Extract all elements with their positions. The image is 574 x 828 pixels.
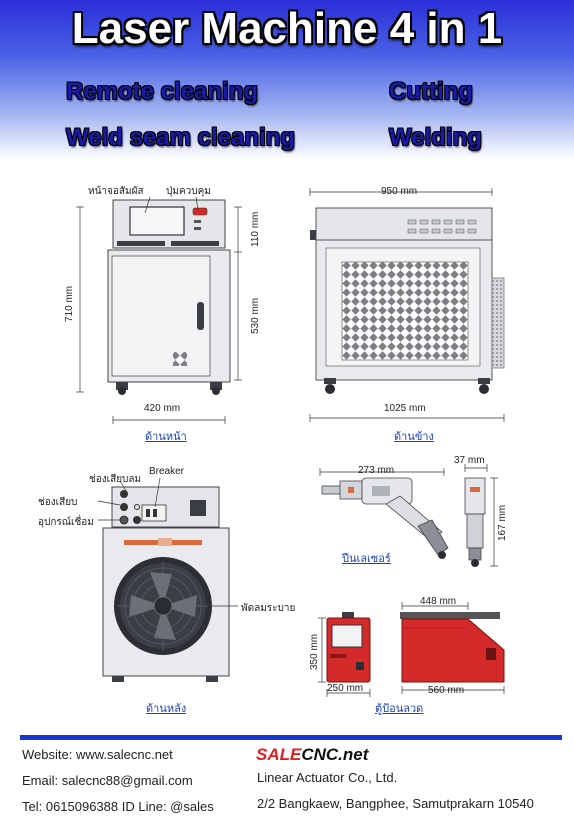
- feature-welding: Welding: [389, 124, 482, 151]
- footer-address: 2/2 Bangkaew, Bangphee, Samutprakarn 105…: [257, 796, 534, 811]
- brand-part2: CNC.net: [301, 745, 369, 764]
- fan-label: พัดลมระบาย: [241, 603, 296, 614]
- front-height-body: 530 mm: [250, 297, 261, 334]
- laser-gun-dimension-lines: [319, 464, 498, 567]
- side-width-bottom: 1025 mm: [384, 403, 426, 414]
- case-width-top: 448 mm: [420, 596, 457, 607]
- socket-label-line2: อุปกรณ์เชื่อม: [38, 517, 94, 528]
- front-view-dimension-lines: [76, 196, 242, 424]
- feeder-width: 250 mm: [327, 683, 364, 694]
- rear-view-machine: [102, 486, 230, 682]
- wire-feeder-caption: ตู้ป้อนลวด: [375, 703, 424, 715]
- header-banner: [0, 0, 574, 160]
- page-title: Laser Machine 4 in 1: [71, 4, 503, 53]
- wire-feeder-drawing: [326, 612, 505, 683]
- gun-width: 37 mm: [454, 455, 485, 466]
- feeder-height: 350 mm: [309, 633, 320, 670]
- side-view-dimension-lines: [309, 188, 505, 422]
- front-height-total: 710 mm: [64, 285, 75, 322]
- feature-weld-seam-cleaning: Weld seam cleaning: [66, 124, 295, 151]
- gun-length: 273 mm: [358, 465, 395, 476]
- brand-logo: SALECNC.net: [256, 745, 368, 765]
- side-width-top: 950 mm: [381, 186, 418, 197]
- footer-tel: Tel: 0615096388 ID Line: @sales: [22, 799, 214, 814]
- side-view-caption: ด้านข้าง: [394, 431, 434, 443]
- control-label: ปุ่มควบคุม: [166, 186, 211, 197]
- socket-label-line1: ช่องเสียบ: [38, 497, 78, 508]
- footer-email: Email: salecnc88@gmail.com: [22, 773, 193, 788]
- air-port-label: ช่องเสียบลม: [89, 474, 142, 485]
- front-width: 420 mm: [144, 403, 181, 414]
- wire-feeder-dimension-lines: [318, 602, 505, 697]
- feature-cutting: Cutting: [389, 78, 473, 105]
- front-height-top: 110 mm: [250, 211, 261, 247]
- footer-company: Linear Actuator Co., Ltd.: [257, 770, 398, 785]
- breaker-label: Breaker: [149, 466, 185, 477]
- side-view-machine: [310, 207, 505, 394]
- gun-height: 167 mm: [497, 504, 508, 541]
- laser-gun-drawing: [321, 477, 486, 567]
- laser-gun-caption: ปืนเลเซอร์: [342, 553, 391, 565]
- footer-website: Website: www.salecnc.net: [22, 747, 173, 762]
- brand-part1: SALE: [256, 745, 302, 764]
- front-view-machine: [107, 199, 231, 395]
- rear-view-caption: ด้านหลัง: [146, 703, 187, 715]
- screen-label: หน้าจอสัมผัส: [88, 186, 144, 197]
- rear-view-leader-lines: [97, 477, 238, 607]
- footer-divider: [20, 735, 562, 740]
- case-width-bottom: 560 mm: [428, 685, 465, 696]
- feature-remote-cleaning: Remote cleaning: [66, 78, 259, 105]
- front-view-caption: ด้านหน้า: [145, 431, 187, 443]
